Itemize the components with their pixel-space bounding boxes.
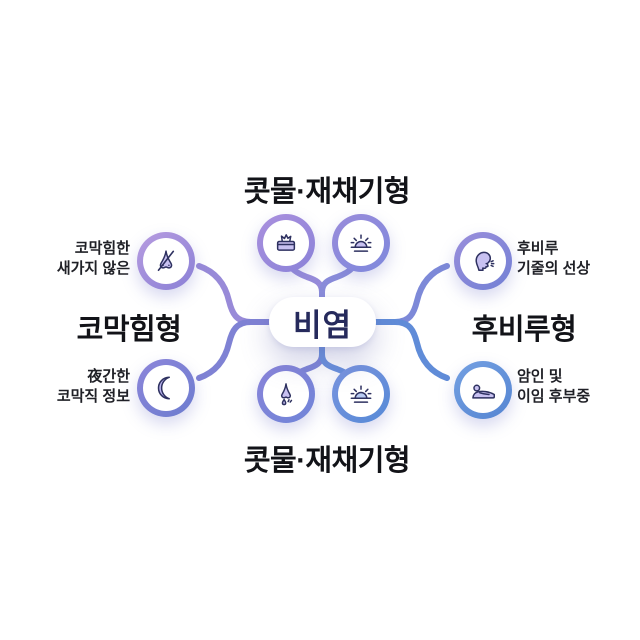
crescent-moon-node bbox=[137, 359, 195, 417]
coughing-person-node bbox=[454, 232, 512, 290]
crescent-moon-icon bbox=[143, 365, 189, 411]
right-top-label: 후비루 기줄의 선상 bbox=[517, 239, 590, 279]
connector-top-right bbox=[319, 264, 356, 305]
bottom-branch-heading: 콧물·재채기형 bbox=[243, 445, 411, 477]
tissue-box-node bbox=[257, 214, 315, 272]
coughing-person-icon bbox=[460, 238, 506, 284]
connector-left-bottom bbox=[196, 319, 276, 381]
center-node: 비염 bbox=[269, 297, 376, 347]
connector-left-top bbox=[196, 263, 276, 325]
dripping-nose-node bbox=[257, 365, 315, 423]
right-branch-heading: 후비루형 bbox=[471, 314, 577, 346]
dripping-nose-icon bbox=[263, 371, 309, 417]
top-branch-heading: 콧물·재채기형 bbox=[243, 176, 411, 208]
center-node-label: 비염 bbox=[292, 307, 353, 343]
connector-right-bottom bbox=[370, 319, 450, 381]
right-bottom-label: 암인 및 이임 후부중 bbox=[517, 367, 590, 407]
connector-right-top bbox=[370, 263, 450, 325]
left-top-label-line1: 코막힘한 bbox=[74, 240, 130, 257]
blocked-nose-icon bbox=[143, 238, 189, 284]
left-bottom-label-line1: 夜간한 bbox=[87, 368, 130, 385]
person-reclining-node bbox=[454, 361, 512, 419]
tissue-box-icon bbox=[263, 220, 309, 266]
right-top-label-line2: 기줄의 선상 bbox=[517, 259, 591, 277]
left-branch-heading: 코막힘형 bbox=[76, 314, 182, 346]
sunrise-icon bbox=[338, 220, 384, 266]
sunrise-node-top bbox=[332, 214, 390, 272]
person-reclining-icon bbox=[460, 367, 506, 413]
sunrise-icon bbox=[338, 371, 384, 417]
right-bottom-label-line1: 암인 및 bbox=[517, 368, 563, 385]
right-bottom-label-line2: 이임 후부중 bbox=[517, 387, 591, 405]
left-top-label: 코막힘한 새가지 않은 bbox=[57, 239, 130, 279]
blocked-nose-node bbox=[137, 232, 195, 290]
left-bottom-label-line2: 코막직 정보 bbox=[56, 387, 130, 405]
left-bottom-label: 夜간한 코막직 정보 bbox=[57, 367, 130, 407]
sunrise-node-bottom bbox=[332, 365, 390, 423]
left-top-label-line2: 새가지 않은 bbox=[56, 259, 130, 277]
right-top-label-line1: 후비루 bbox=[517, 240, 559, 257]
